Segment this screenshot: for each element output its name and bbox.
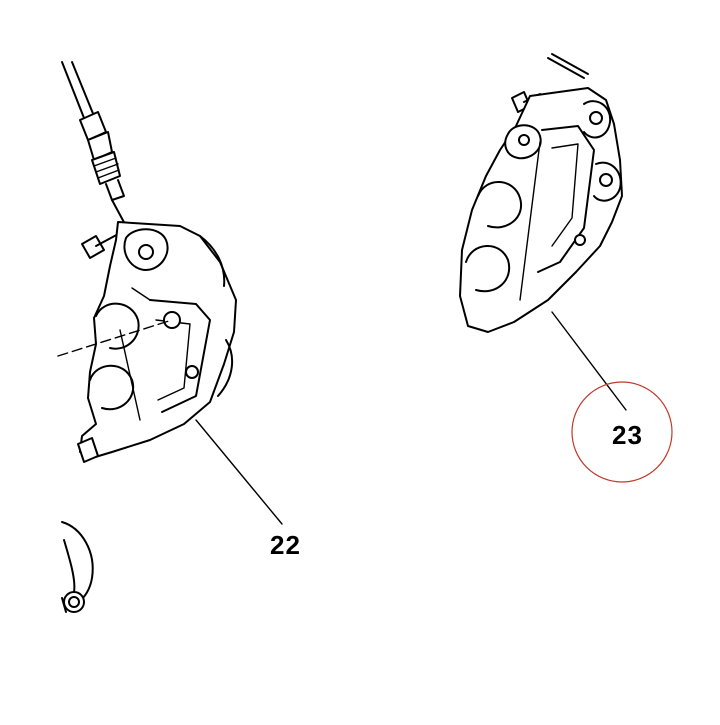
highlight-circle [571, 381, 673, 483]
brake-hose [61, 61, 127, 227]
callout-label-23: 23 [612, 420, 643, 450]
caliper-23 [459, 53, 673, 483]
caliper-22 [57, 221, 283, 525]
callout-label-22: 22 [270, 530, 301, 560]
partial-part-bottom-left [61, 521, 94, 613]
